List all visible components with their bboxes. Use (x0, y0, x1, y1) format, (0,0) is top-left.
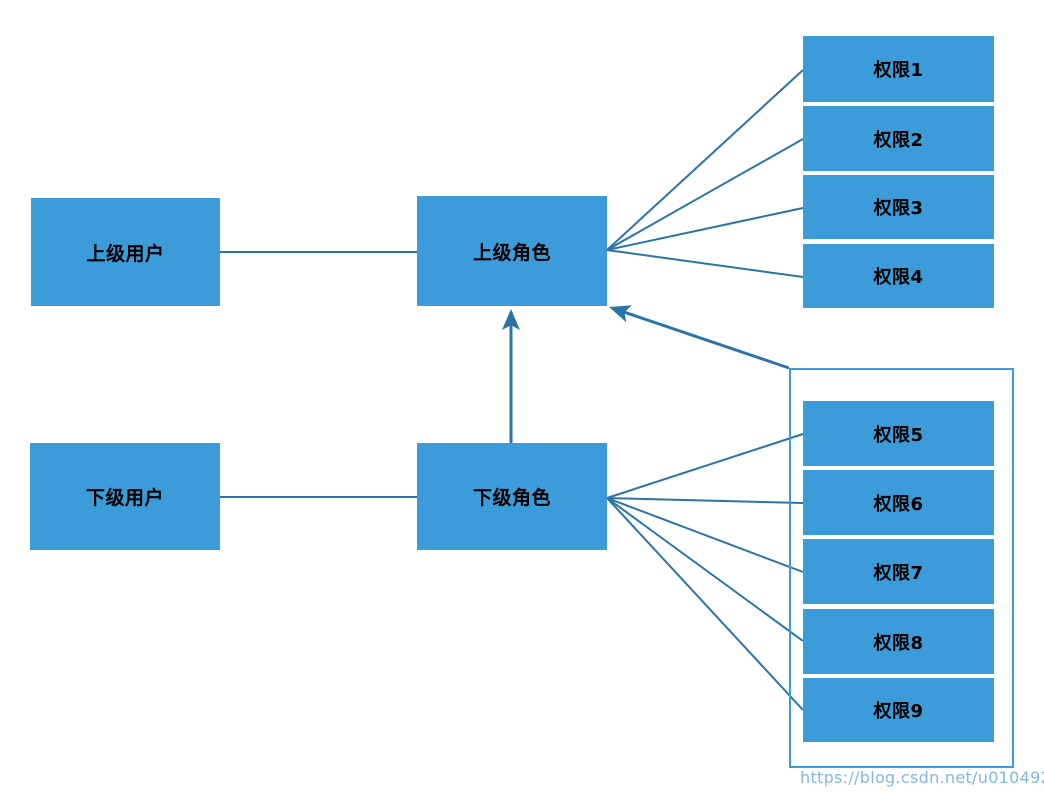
permission-box-label: 权限3 (873, 198, 924, 219)
permission-box-1[interactable]: 权限1 (803, 36, 994, 102)
permission-box-label: 权限8 (873, 632, 924, 654)
permission-box-label: 权限5 (873, 424, 924, 446)
edge-senior-role-to-perm3 (606, 207, 804, 251)
permission-box-2[interactable]: 权限2 (803, 106, 994, 171)
permission-box-4[interactable]: 权限4 (803, 244, 994, 308)
node-senior-role[interactable]: 上级角色 (417, 196, 607, 306)
edge-junior-role-to-perm7 (606, 497, 804, 573)
edge-senior-role-to-perm1 (606, 69, 804, 251)
edge-senior-role-to-perm4 (606, 249, 804, 278)
permission-box-3[interactable]: 权限3 (803, 175, 994, 239)
permission-box-7[interactable]: 权限7 (803, 539, 994, 604)
watermark-text: https://blog.csdn.net/u010492501 (800, 768, 1044, 787)
permission-box-5[interactable]: 权限5 (803, 401, 994, 466)
node-junior-user-label: 下级用户 (85, 487, 164, 509)
permission-box-8[interactable]: 权限8 (803, 609, 994, 674)
permission-box-label: 权限6 (873, 493, 924, 515)
edge-junior-role-to-perm9 (606, 497, 804, 711)
permission-group-container (789, 368, 1014, 768)
edge-junior-role-to-perm8 (606, 497, 804, 642)
permission-box-label: 权限2 (873, 129, 924, 151)
node-junior-user[interactable]: 下级用户 (30, 443, 220, 550)
permission-box-9[interactable]: 权限9 (803, 678, 994, 742)
node-senior-user[interactable]: 上级用户 (31, 198, 220, 306)
permission-box-label: 权限9 (873, 701, 924, 722)
edge-junior-role-to-perm5 (606, 433, 804, 499)
node-senior-role-label: 上级角色 (472, 241, 551, 264)
edge-group-to-senior-role (609, 305, 790, 370)
node-junior-role[interactable]: 下级角色 (417, 443, 607, 550)
edge-junior-role-to-perm6 (606, 497, 804, 504)
permission-box-label: 权限1 (873, 60, 924, 81)
permission-box-6[interactable]: 权限6 (803, 470, 994, 535)
node-senior-user-label: 上级用户 (86, 242, 165, 265)
permission-box-label: 权限7 (873, 562, 924, 584)
edge-senior-role-to-perm2 (606, 138, 804, 251)
permission-box-label: 权限4 (873, 267, 924, 288)
node-junior-role-label: 下级角色 (472, 487, 551, 509)
